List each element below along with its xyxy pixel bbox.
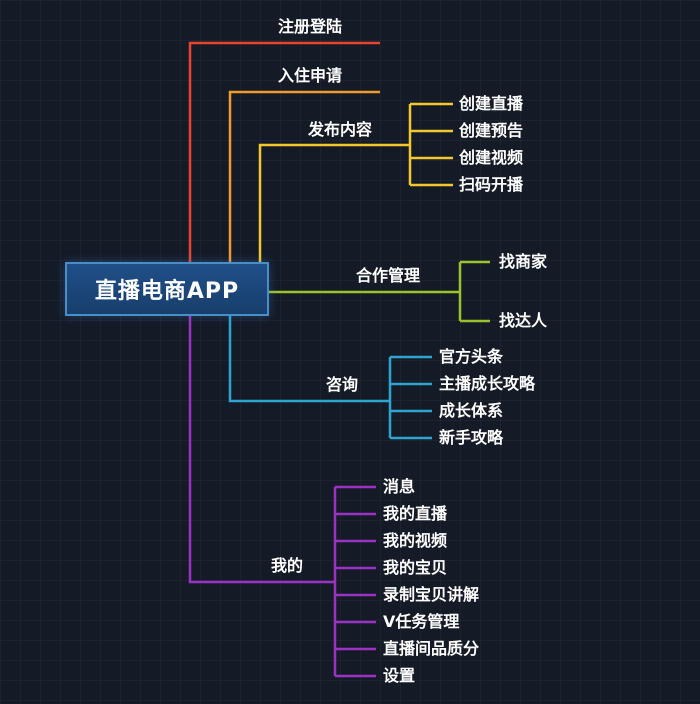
branch-label-settle-apply: 入住申请	[278, 66, 343, 85]
leaf-find-influencer: 找达人	[499, 311, 548, 330]
leaf-newbie-guide: 新手攻略	[439, 428, 504, 447]
branch-label-consult: 咨询	[326, 375, 359, 394]
leaf-anchor-growth: 主播成长攻略	[439, 374, 536, 393]
leaf-official-news: 官方头条	[439, 347, 504, 366]
leaf-record-explain: 录制宝贝讲解	[383, 585, 480, 604]
connector-cooperation-children	[458, 260, 490, 323]
leaf-create-live: 创建直播	[459, 94, 524, 113]
leaf-create-preview: 创建预告	[459, 121, 524, 140]
connector-consult	[228, 316, 390, 403]
branch-label-cooperation: 合作管理	[356, 266, 421, 285]
leaf-v-task-manage: V任务管理	[383, 612, 460, 631]
leaf-my-live: 我的直播	[383, 504, 448, 523]
connector-mine-children	[335, 485, 376, 678]
connector-publish-content	[258, 143, 410, 262]
leaf-create-video: 创建视频	[459, 148, 524, 167]
leaf-scan-start: 扫码开播	[459, 175, 524, 194]
connector-settle-apply	[228, 90, 380, 262]
connector-register-login	[188, 41, 380, 262]
leaf-growth-system: 成长体系	[439, 401, 504, 420]
leaf-find-merchant: 找商家	[499, 252, 548, 271]
connector-consult-children	[388, 355, 432, 440]
leaf-my-products: 我的宝贝	[383, 558, 448, 577]
root-node: 直播电商APP	[65, 262, 269, 316]
connector-mine	[188, 316, 335, 584]
branch-label-register-login: 注册登陆	[278, 17, 343, 36]
leaf-settings: 设置	[383, 666, 416, 685]
connector-publish-children	[410, 102, 453, 187]
leaf-my-video: 我的视频	[383, 531, 448, 550]
branch-label-mine: 我的	[271, 556, 304, 575]
branch-label-publish-content: 发布内容	[308, 120, 373, 139]
leaf-live-room-quality: 直播间品质分	[383, 639, 480, 658]
leaf-messages: 消息	[383, 477, 416, 496]
